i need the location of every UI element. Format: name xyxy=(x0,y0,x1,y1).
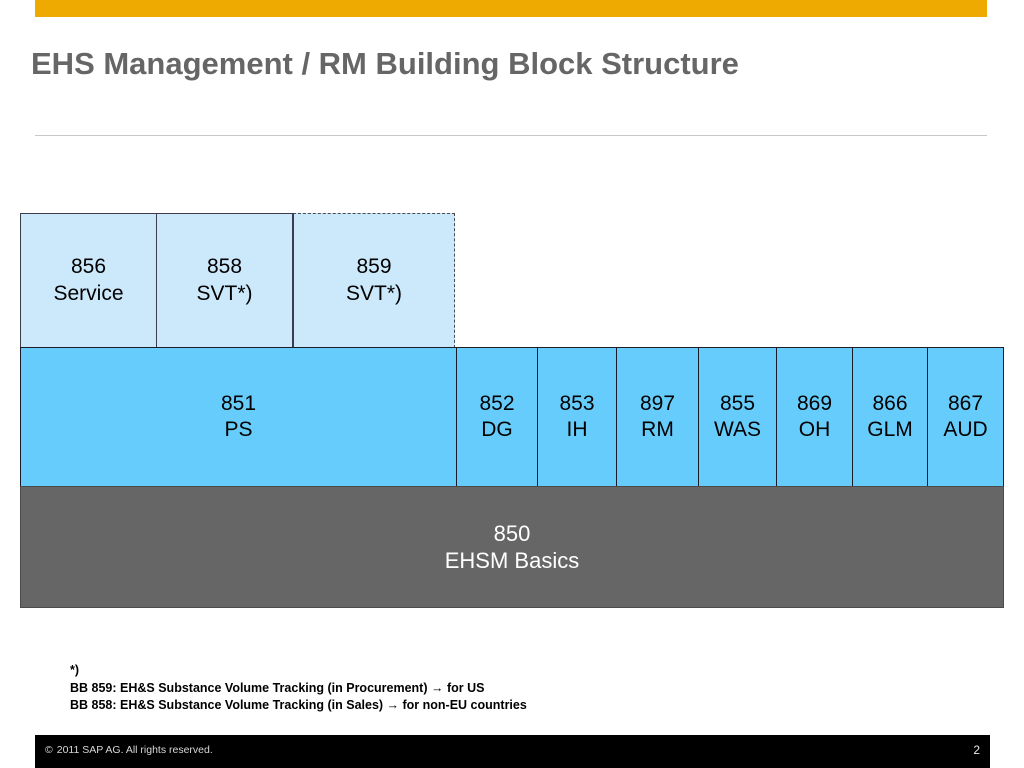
block-897-rm[interactable]: 897 RM xyxy=(617,347,699,487)
footer-bar xyxy=(35,735,990,768)
block-name: OH xyxy=(798,418,831,441)
page-title: EHS Management / RM Building Block Struc… xyxy=(31,46,739,81)
block-code: 852 xyxy=(479,391,515,415)
block-code: 850 xyxy=(493,520,531,546)
block-853-ih[interactable]: 853 IH xyxy=(538,347,617,487)
block-869-oh[interactable]: 869 OH xyxy=(777,347,853,487)
block-856-service[interactable]: 856 Service xyxy=(20,213,157,348)
block-name: GLM xyxy=(867,418,913,441)
block-name: RM xyxy=(641,418,674,441)
block-name: EHSM Basics xyxy=(444,548,580,573)
block-851-ps[interactable]: 851 PS xyxy=(20,347,457,487)
block-858-svt[interactable]: 858 SVT*) xyxy=(157,213,293,348)
building-block-diagram: 856 Service 858 SVT*) 859 SVT*) 851 PS 8… xyxy=(20,213,1004,609)
block-name: DG xyxy=(481,418,513,441)
block-name: Service xyxy=(53,281,124,305)
diagram-middle-row: 851 PS 852 DG 853 IH 897 RM 855 WAS 869 … xyxy=(20,347,1004,487)
block-859-svt[interactable]: 859 SVT*) xyxy=(293,213,455,348)
copyright-icon: © xyxy=(45,744,53,756)
block-code: 853 xyxy=(559,391,595,415)
top-accent-bar xyxy=(35,0,987,17)
block-name: IH xyxy=(566,418,588,441)
copyright-text: 2011 SAP AG. All rights reserved. xyxy=(56,744,213,756)
block-855-was[interactable]: 855 WAS xyxy=(699,347,777,487)
footnote-line-2: BB 858: EH&S Substance Volume Tracking (… xyxy=(70,698,527,712)
footnote-line-1: BB 859: EH&S Substance Volume Tracking (… xyxy=(70,680,485,695)
footer-copyright: ©2011 SAP AG. All rights reserved. xyxy=(45,744,213,756)
block-867-aud[interactable]: 867 AUD xyxy=(928,347,1004,487)
page-number: 2 xyxy=(973,743,980,757)
block-code: 897 xyxy=(639,391,676,415)
block-name: PS xyxy=(224,418,253,441)
block-code: 859 xyxy=(356,255,392,279)
block-code: 866 xyxy=(872,391,908,415)
block-name: AUD xyxy=(943,418,988,441)
block-850-ehsm-basics[interactable]: 850 EHSM Basics xyxy=(20,486,1004,608)
footnote-marker: *) xyxy=(70,663,80,677)
diagram-top-row: 856 Service 858 SVT*) 859 SVT*) xyxy=(20,213,455,348)
block-name: WAS xyxy=(713,418,762,441)
footnote: *) BB 859: EH&S Substance Volume Trackin… xyxy=(70,662,527,715)
block-code: 858 xyxy=(206,255,243,279)
block-code: 867 xyxy=(947,391,984,415)
block-852-dg[interactable]: 852 DG xyxy=(457,347,538,487)
block-code: 851 xyxy=(220,391,257,415)
block-code: 869 xyxy=(796,391,833,415)
title-divider xyxy=(35,135,987,136)
block-866-glm[interactable]: 866 GLM xyxy=(853,347,928,487)
block-name: SVT*) xyxy=(196,281,253,305)
block-code: 855 xyxy=(719,391,756,415)
block-name: SVT*) xyxy=(345,281,402,305)
block-code: 856 xyxy=(70,255,107,279)
